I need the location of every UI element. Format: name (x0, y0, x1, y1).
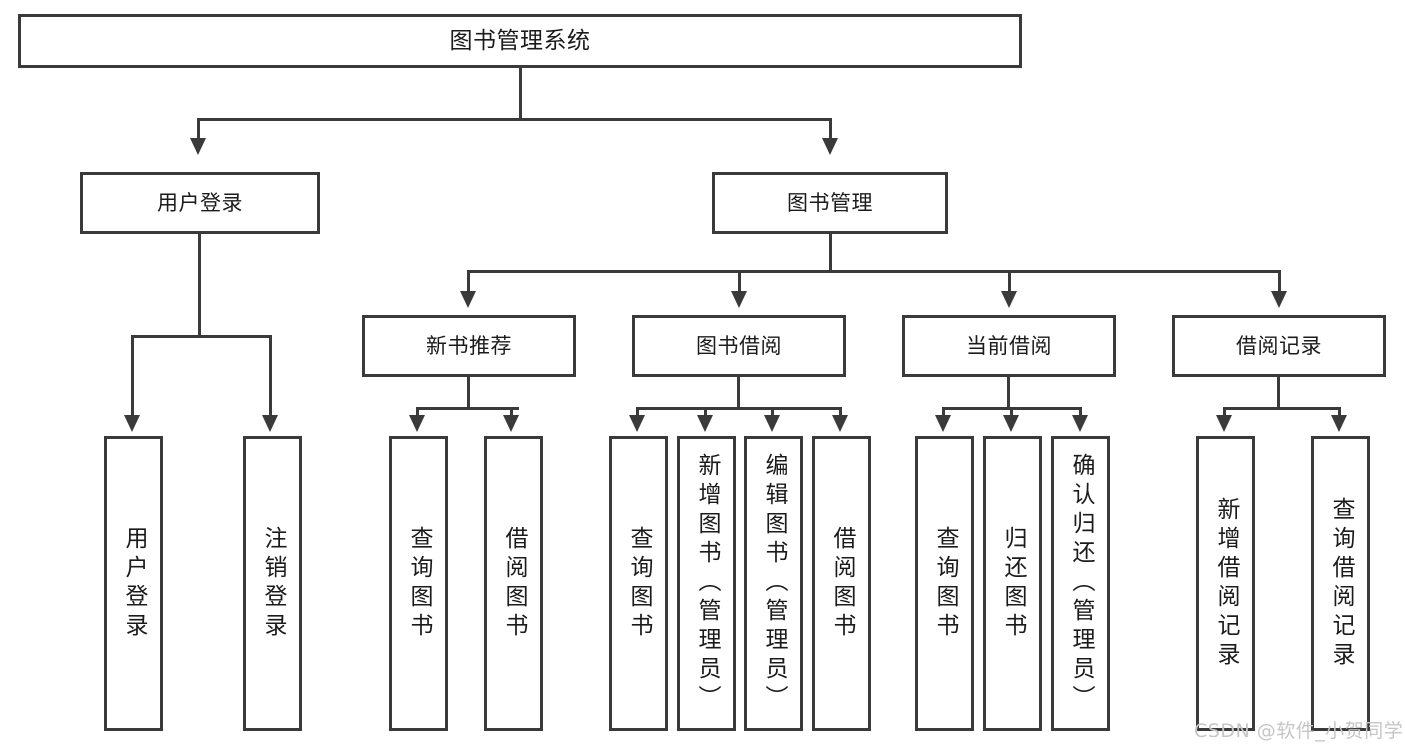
node-label: 用户登录 (121, 525, 147, 642)
connector-current-borrow-child-3 (1079, 407, 1082, 417)
node-label: 图书管理系统 (449, 27, 591, 54)
connector-current-borrow-child-2 (1010, 407, 1013, 417)
node-label: 借阅图书 (501, 525, 527, 642)
arrowhead-new-book-child-2 (503, 415, 519, 432)
node-root-system[interactable]: 图书管理系统 (18, 14, 1022, 68)
node-leaf-edit-book-admin[interactable]: 编辑图书（管理员） (744, 436, 803, 731)
node-leaf-return-book[interactable]: 归还图书 (983, 436, 1042, 731)
connector-book-manage-child-1 (467, 270, 470, 292)
connector-book-manage-child-2 (738, 270, 741, 292)
arrowhead-current-borrow-child-2 (1003, 415, 1019, 432)
node-label: 借阅图书 (829, 525, 855, 642)
node-label: 查询借阅记录 (1328, 496, 1354, 671)
node-leaf-query-book-1[interactable]: 查询图书 (389, 436, 448, 731)
node-label: 归还图书 (1000, 525, 1026, 642)
node-label: 图书借阅 (696, 333, 782, 358)
connector-book-manage-child-3 (1008, 270, 1011, 292)
node-label: 新书推荐 (426, 333, 512, 358)
connector-new-book-stem (467, 377, 470, 407)
connector-book-borrow-bus (636, 407, 841, 410)
connector-book-borrow-stem (737, 377, 740, 407)
node-label: 当前借阅 (966, 333, 1052, 358)
arrowhead-current-borrow-child-3 (1072, 415, 1088, 432)
node-book-manage[interactable]: 图书管理 (712, 172, 948, 234)
node-label: 图书管理 (787, 190, 873, 215)
node-label: 查询图书 (932, 525, 958, 642)
node-label: 注销登录 (260, 525, 286, 642)
connector-borrow-record-stem (1277, 377, 1280, 407)
arrowhead-book-borrow-child-4 (832, 415, 848, 432)
connector-book-manage-bus (467, 270, 1281, 273)
connector-user-login-child-1 (131, 335, 134, 417)
arrowhead-new-book-child-1 (409, 415, 425, 432)
connector-book-manage-child-4 (1278, 270, 1281, 292)
arrowhead-book-borrow-child-2 (697, 415, 713, 432)
connector-root-to-book-manage (829, 118, 832, 140)
node-leaf-add-book-admin[interactable]: 新增图书（管理员） (677, 436, 736, 731)
arrowhead-current-borrow-child-1 (935, 415, 951, 432)
node-leaf-query-book-3[interactable]: 查询图书 (915, 436, 974, 731)
node-leaf-confirm-return-admin[interactable]: 确认归还（管理员） (1051, 436, 1110, 731)
connector-book-borrow-child-2 (704, 407, 707, 417)
node-borrow-record[interactable]: 借阅记录 (1172, 315, 1386, 377)
connector-root-stem (519, 68, 522, 120)
arrowhead-book-borrow-child-1 (629, 415, 645, 432)
arrowhead-user-login-child-2 (262, 415, 278, 432)
node-leaf-query-book-2[interactable]: 查询图书 (609, 436, 668, 731)
connector-new-book-child-1 (416, 407, 419, 417)
arrowhead-root-to-user-login (190, 138, 206, 155)
arrowhead-book-manage-child-3 (1001, 291, 1017, 308)
node-leaf-borrow-book-1[interactable]: 借阅图书 (484, 436, 543, 731)
node-new-book-recommend[interactable]: 新书推荐 (362, 315, 576, 377)
connector-root-to-user-login (197, 118, 200, 140)
arrowhead-borrow-record-child-1 (1216, 415, 1232, 432)
node-label: 查询图书 (626, 525, 652, 642)
connector-borrow-record-child-2 (1338, 407, 1341, 417)
node-label: 编辑图书（管理员） (761, 453, 787, 714)
connector-user-login-stem (198, 234, 201, 335)
node-leaf-query-record[interactable]: 查询借阅记录 (1311, 436, 1370, 731)
connector-root-bus (197, 118, 832, 121)
connector-book-manage-stem (829, 234, 832, 270)
arrowhead-book-manage-child-2 (731, 291, 747, 308)
arrowhead-user-login-child-1 (124, 415, 140, 432)
node-user-login[interactable]: 用户登录 (80, 172, 320, 234)
arrowhead-book-borrow-child-3 (764, 415, 780, 432)
node-book-borrow[interactable]: 图书借阅 (632, 315, 846, 377)
node-label: 新增借阅记录 (1213, 496, 1239, 671)
connector-user-login-child-2 (269, 335, 272, 417)
arrowhead-book-manage-child-1 (460, 291, 476, 308)
node-label: 借阅记录 (1236, 333, 1322, 358)
node-leaf-logout[interactable]: 注销登录 (243, 436, 302, 731)
node-leaf-add-record[interactable]: 新增借阅记录 (1196, 436, 1255, 731)
node-current-borrow[interactable]: 当前借阅 (902, 315, 1116, 377)
connector-borrow-record-bus (1223, 407, 1341, 410)
arrowhead-book-manage-child-4 (1271, 291, 1287, 308)
connector-new-book-child-2 (510, 407, 513, 417)
connector-book-borrow-child-3 (771, 407, 774, 417)
connector-current-borrow-stem (1007, 377, 1010, 407)
connector-book-borrow-child-1 (636, 407, 639, 417)
node-leaf-borrow-book-2[interactable]: 借阅图书 (812, 436, 871, 731)
node-label: 新增图书（管理员） (694, 453, 720, 714)
arrowhead-root-to-book-manage (822, 138, 838, 155)
node-leaf-user-login[interactable]: 用户登录 (104, 436, 163, 731)
connector-borrow-record-child-1 (1223, 407, 1226, 417)
connector-user-login-bus (131, 335, 271, 338)
node-label: 查询图书 (406, 525, 432, 642)
connector-new-book-bus (416, 407, 519, 410)
connector-book-borrow-child-4 (839, 407, 842, 417)
node-label: 用户登录 (157, 190, 243, 215)
connector-current-borrow-child-1 (942, 407, 945, 417)
arrowhead-borrow-record-child-2 (1331, 415, 1347, 432)
node-label: 确认归还（管理员） (1068, 453, 1094, 714)
